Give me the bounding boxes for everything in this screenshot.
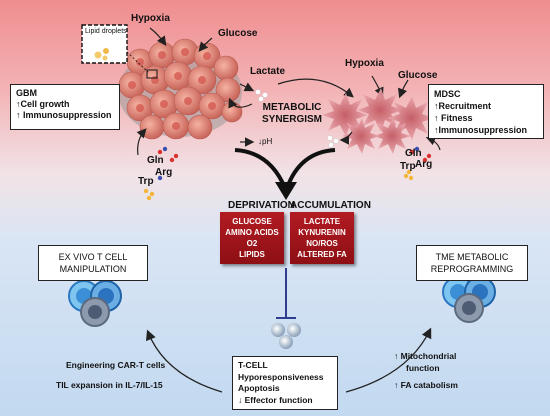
tme-line-1: TME METABOLIC [435, 252, 509, 262]
strategy-car-t: Engineering CAR-T cells [66, 360, 166, 370]
mdsc-box: MDSC ↑Recruitment ↑ Fitness ↑Immunosuppr… [428, 84, 544, 139]
deprivation-item: AMINO ACIDS [225, 228, 279, 237]
t-cell-line-1: Hyporesponsiveness [238, 371, 324, 382]
accumulation-item: KYNURENIN [298, 228, 346, 237]
accumulation-item: LACTATE [303, 217, 341, 226]
ex-vivo-box: EX VIVO T CELL MANIPULATION [38, 245, 148, 281]
hypoxia-right-label: Hypoxia [345, 58, 384, 69]
accumulation-header: ACCUMULATION [290, 200, 371, 211]
mdsc-cells [322, 88, 434, 154]
ex-vivo-line-1: EX VIVO T CELL [58, 252, 128, 262]
arg-left-label: Arg [155, 167, 173, 178]
mdsc-line-3: ↑Immunosuppression [434, 125, 528, 135]
t-cells-left [68, 280, 122, 327]
arg-right-label: Arg [415, 159, 433, 170]
deprivation-item: GLUCOSE [232, 217, 272, 226]
gbm-title: GBM [16, 88, 37, 98]
ex-vivo-line-2: MANIPULATION [59, 264, 127, 274]
tumor-cluster [118, 38, 243, 140]
t-cell-title: T-CELL [238, 360, 268, 370]
strategy-til: TIL expansion in IL-7/IL-15 [56, 380, 163, 390]
t-cell-box: T-CELL Hyporesponsiveness Apoptosis ↓ Ef… [232, 356, 338, 410]
mdsc-line-1: ↑Recruitment [434, 101, 492, 111]
gbm-line-1: ↑Cell growth [16, 99, 70, 109]
lactate-label: Lactate [250, 66, 286, 77]
deprivation-box: GLUCOSE AMINO ACIDS O2 LIPIDS [220, 212, 284, 264]
accumulation-item: NO/ROS [306, 239, 338, 248]
t-cell-line-2: Apoptosis [238, 383, 280, 393]
tme-box: TME METABOLIC REPROGRAMMING [416, 245, 528, 281]
deprivation-item: O2 [246, 239, 258, 248]
mdsc-title: MDSC [434, 89, 461, 99]
deprivation-header: DEPRIVATION [228, 200, 295, 211]
mdsc-line-2: ↑ Fitness [434, 113, 473, 123]
accumulation-item: ALTERED FA [297, 250, 347, 259]
lactate-dots [255, 89, 339, 148]
glucose-left-label: Glucose [218, 28, 258, 39]
gbm-box: GBM ↑Cell growth ↑ Immunosuppression [10, 84, 120, 130]
strategy-mitochondrial: ↑ Mitochondrial function [394, 351, 457, 373]
trp-right-label: Trp [400, 161, 416, 172]
deprivation-item: LIPIDS [239, 250, 265, 259]
trp-left-label: Trp [138, 176, 154, 187]
amino-acid-dots-left [143, 146, 179, 201]
accumulation-box: LACTATE KYNURENIN NO/ROS ALTERED FA [290, 212, 354, 264]
lipid-droplets-label: Lipid droplets [85, 28, 127, 35]
glucose-right-label: Glucose [398, 70, 438, 81]
hypoxia-left-label: Hypoxia [131, 13, 170, 24]
gln-right-label: Gln [405, 148, 422, 159]
t-cells-right [442, 276, 496, 323]
tme-line-2: REPROGRAMMING [430, 264, 514, 274]
strategy-fa-catabolism: ↑ FA catabolism [394, 380, 458, 390]
metabolic-synergism-label: METABOLIC SYNERGISM [262, 102, 323, 125]
amino-acid-dots-right [403, 146, 432, 181]
t-cell-line-3: ↓ Effector function [238, 394, 313, 405]
gbm-line-2: ↑ Immunosuppression [16, 110, 112, 120]
small-t-cells [271, 323, 301, 349]
gln-left-label: Gln [147, 155, 164, 166]
ph-label: ↓pH [258, 137, 273, 146]
